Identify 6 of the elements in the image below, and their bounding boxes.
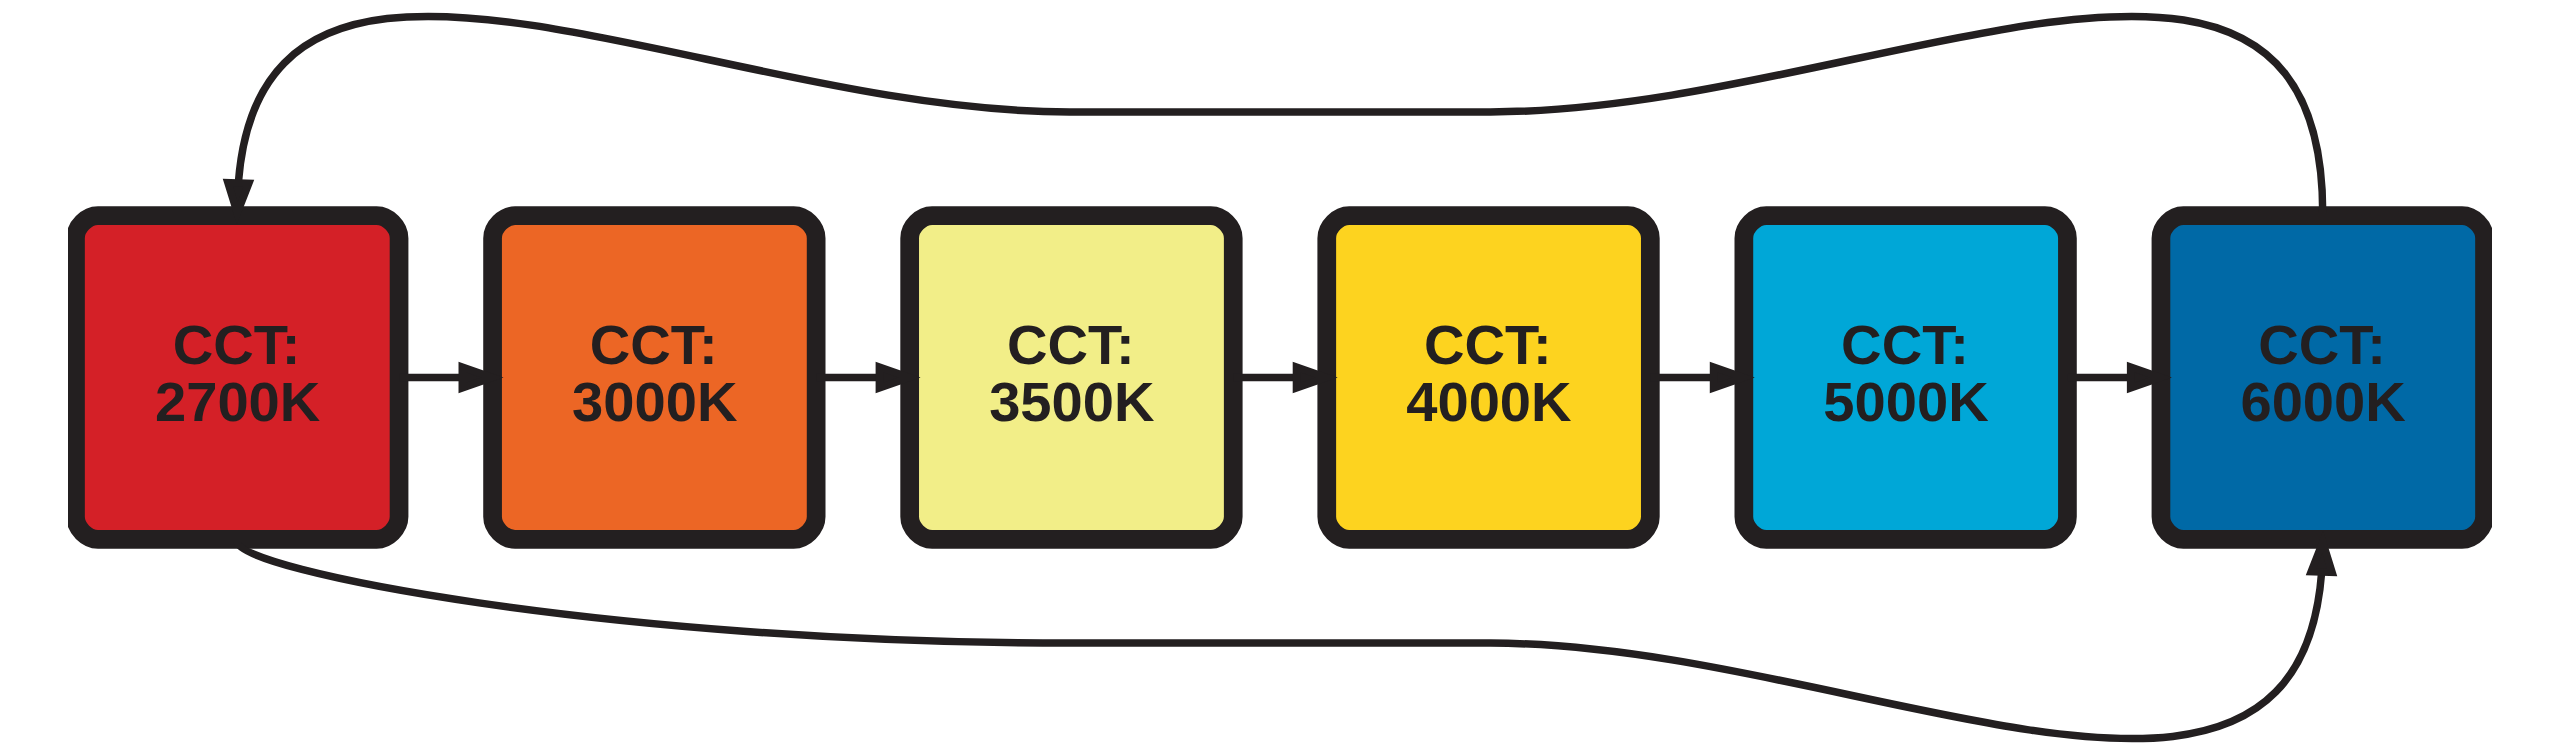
node-box: CCT: 2700K	[68, 206, 409, 549]
node-box: CCT: 5000K	[1734, 206, 2077, 549]
node-box: CCT: 3500K	[900, 206, 1243, 549]
node-box: CCT: 6000K	[2151, 206, 2492, 549]
node-box: CCT: 4000K	[1317, 206, 1660, 549]
node-box: CCT: 3000K	[483, 206, 826, 549]
